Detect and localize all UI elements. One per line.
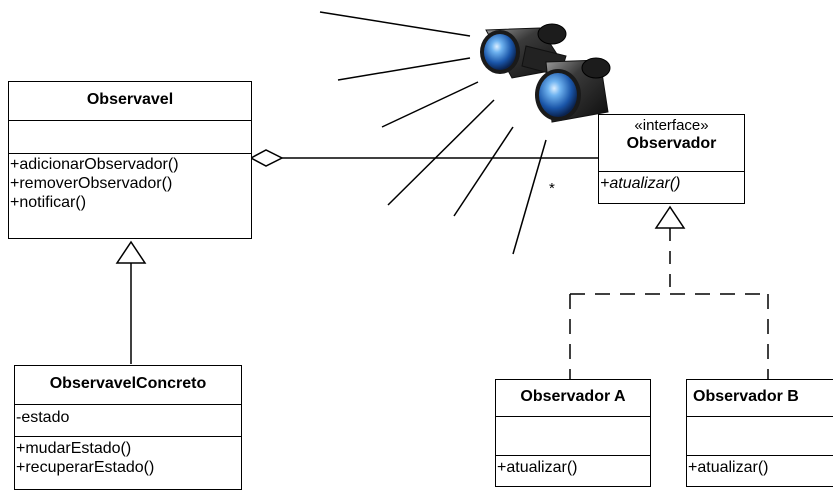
- attribute-estado: -estado: [16, 409, 70, 426]
- ray-line: [453, 126, 514, 217]
- generalization-arrow: [115, 240, 147, 364]
- method-atualizar: +atualizar(): [688, 459, 769, 476]
- class-name: Observador B: [693, 388, 799, 405]
- class-observador-interface[interactable]: «interface» Observador +atualizar(): [598, 114, 745, 204]
- method-atualizar: +atualizar(): [497, 459, 578, 476]
- method-atualizar: +atualizar(): [600, 175, 681, 192]
- methods-section: +atualizar(): [496, 455, 650, 477]
- class-name: Observavel: [86, 91, 174, 108]
- vision-rays: [319, 11, 547, 255]
- ray-line: [387, 99, 495, 206]
- method-notificar: +notificar(): [10, 194, 87, 211]
- attributes-section: [687, 416, 833, 455]
- class-observador-b[interactable]: Observador B +atualizar(): [686, 379, 833, 487]
- methods-section: +atualizar(): [687, 455, 833, 477]
- aggregation-diamond: [249, 149, 284, 167]
- method-mudar-estado: +mudarEstado(): [16, 440, 132, 457]
- class-name: Observador A: [520, 388, 626, 405]
- class-observador-a[interactable]: Observador A +atualizar(): [495, 379, 651, 487]
- class-observavel-concreto[interactable]: ObservavelConcreto -estado +mudarEstado(…: [14, 365, 242, 490]
- method-adicionar-observador: +adicionarObservador(): [10, 156, 179, 173]
- methods-section: +mudarEstado() +recuperarEstado(): [15, 436, 241, 477]
- association-multiplicity: *: [549, 180, 555, 197]
- attributes-section: [9, 120, 251, 153]
- method-remover-observador: +removerObservador(): [10, 175, 173, 192]
- ray-line: [512, 139, 547, 255]
- attributes-section: -estado: [15, 404, 241, 436]
- realization-triangle: [654, 205, 686, 229]
- realization-arrows: [569, 205, 769, 379]
- interface-stereotype: «interface»: [634, 117, 709, 134]
- method-recuperar-estado: +recuperarEstado(): [16, 459, 155, 476]
- class-name: ObservavelConcreto: [49, 375, 207, 392]
- class-name-section: ObservavelConcreto: [15, 366, 241, 404]
- methods-section: +adicionarObservador() +removerObservado…: [9, 153, 251, 212]
- class-observavel[interactable]: Observavel +adicionarObservador() +remov…: [8, 81, 252, 239]
- class-name-section: «interface» Observador: [599, 115, 744, 171]
- generalization-triangle: [115, 240, 147, 264]
- class-name-section: Observador A: [496, 380, 650, 416]
- class-name-section: Observavel: [9, 82, 251, 120]
- ray-line: [381, 81, 479, 128]
- ray-line: [319, 11, 471, 37]
- aggregation-association: [249, 149, 600, 167]
- class-name: Observador: [626, 135, 717, 152]
- attributes-section: [496, 416, 650, 455]
- methods-section: +atualizar(): [599, 171, 744, 193]
- class-name-section: Observador B: [687, 380, 833, 416]
- ray-line: [337, 57, 471, 81]
- binoculars-icon: [480, 23, 611, 123]
